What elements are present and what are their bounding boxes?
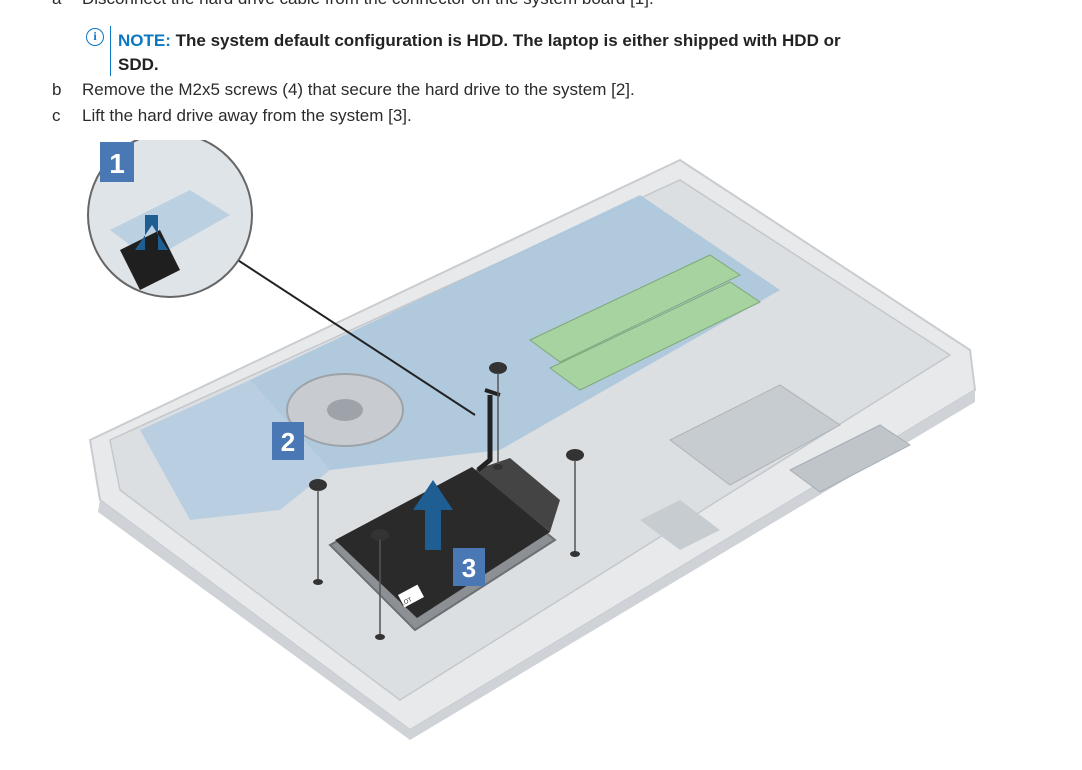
step-a-text: Disconnect the hard drive cable from the… <box>82 0 654 8</box>
step-a: aDisconnect the hard drive cable from th… <box>52 0 654 9</box>
note-label: NOTE: <box>118 31 171 50</box>
note-body: The system default configuration is HDD.… <box>118 31 841 74</box>
step-b-letter: b <box>52 80 62 99</box>
hdd-label: LOT <box>400 597 413 608</box>
cooling-fan <box>286 373 404 447</box>
step-c-text: Lift the hard drive away from the system… <box>82 106 412 125</box>
step-c: c Lift the hard drive away from the syste… <box>52 106 412 126</box>
memory-modules <box>529 254 762 391</box>
palmrest-components <box>640 384 911 550</box>
callout-3-number: 3 <box>462 553 476 583</box>
hard-drive: LOT <box>328 458 560 632</box>
step-a-letter: a <box>52 0 82 9</box>
callout-2: 2 <box>272 422 304 460</box>
callout-1-number: 1 <box>109 148 125 179</box>
screws <box>309 362 584 640</box>
callout-2-number: 2 <box>281 427 295 457</box>
hard-drive-removal-illustration: LOT <box>80 132 1000 740</box>
callout-3: 3 <box>453 548 485 586</box>
step-b: b Remove the M2x5 screws (4) that secure … <box>52 80 635 100</box>
screw-2 <box>371 529 389 640</box>
screw-1 <box>309 479 327 585</box>
screw-3 <box>489 362 507 470</box>
screw-4 <box>566 449 584 557</box>
note-text: NOTE: The system default configuration i… <box>118 29 878 77</box>
lift-arrow <box>413 480 453 550</box>
callout-1: 1 <box>100 142 134 182</box>
step-c-letter: c <box>52 106 61 125</box>
step-b-text: Remove the M2x5 screws (4) that secure t… <box>82 80 635 99</box>
info-icon: i <box>86 28 104 46</box>
note-divider <box>110 26 111 76</box>
